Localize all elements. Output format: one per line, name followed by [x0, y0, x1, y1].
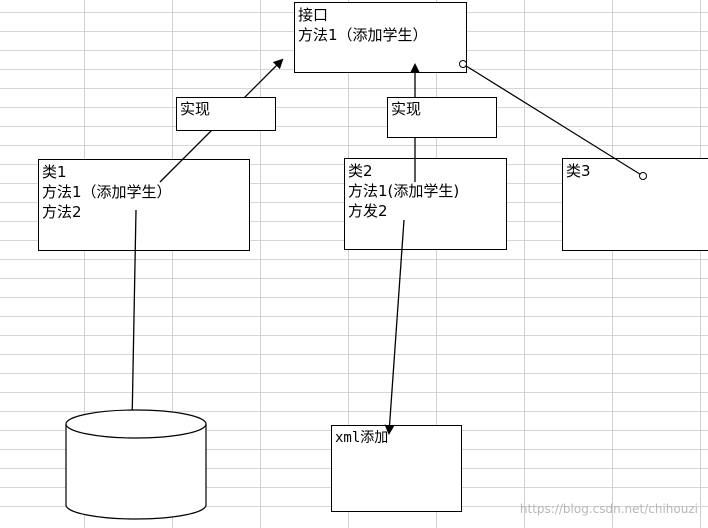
class3-association-end — [639, 172, 647, 180]
class1-method1: 方法1（添加学生） — [42, 183, 172, 201]
class2-box[interactable]: 类2 方法1(添加学生) 方发2 — [344, 158, 507, 250]
implements-label-left: 实现 — [176, 97, 276, 131]
class3-association-line — [462, 63, 644, 177]
class1-title: 类1 — [42, 163, 67, 181]
interface-box[interactable]: 接口 方法1（添加学生） — [294, 2, 467, 73]
implements-label-left-text: 实现 — [180, 100, 211, 118]
implements-label-right: 实现 — [387, 97, 497, 138]
watermark: https://blog.csdn.net/chihouzi — [519, 502, 698, 516]
xml-box[interactable]: xml添加 — [331, 425, 462, 512]
class2-method1: 方法1(添加学生) — [348, 182, 460, 200]
interface-title: 接口 — [298, 6, 329, 24]
class1-box[interactable]: 类1 方法1（添加学生） 方法2 — [38, 159, 250, 251]
class2-to-xml-arrow — [384, 219, 405, 435]
database-cylinder[interactable] — [65, 409, 207, 520]
interface-method1: 方法1（添加学生） — [298, 26, 428, 44]
implements-label-right-text: 实现 — [391, 100, 422, 118]
class2-method2: 方发2 — [348, 202, 388, 220]
class3-box[interactable]: 类3 — [562, 158, 708, 251]
class2-title: 类2 — [348, 162, 373, 180]
interface-association-end — [459, 60, 467, 68]
class1-to-database-arrow — [127, 209, 138, 426]
xml-label: xml添加 — [335, 430, 389, 446]
class1-method2: 方法2 — [42, 203, 82, 221]
class3-title: 类3 — [566, 162, 591, 180]
